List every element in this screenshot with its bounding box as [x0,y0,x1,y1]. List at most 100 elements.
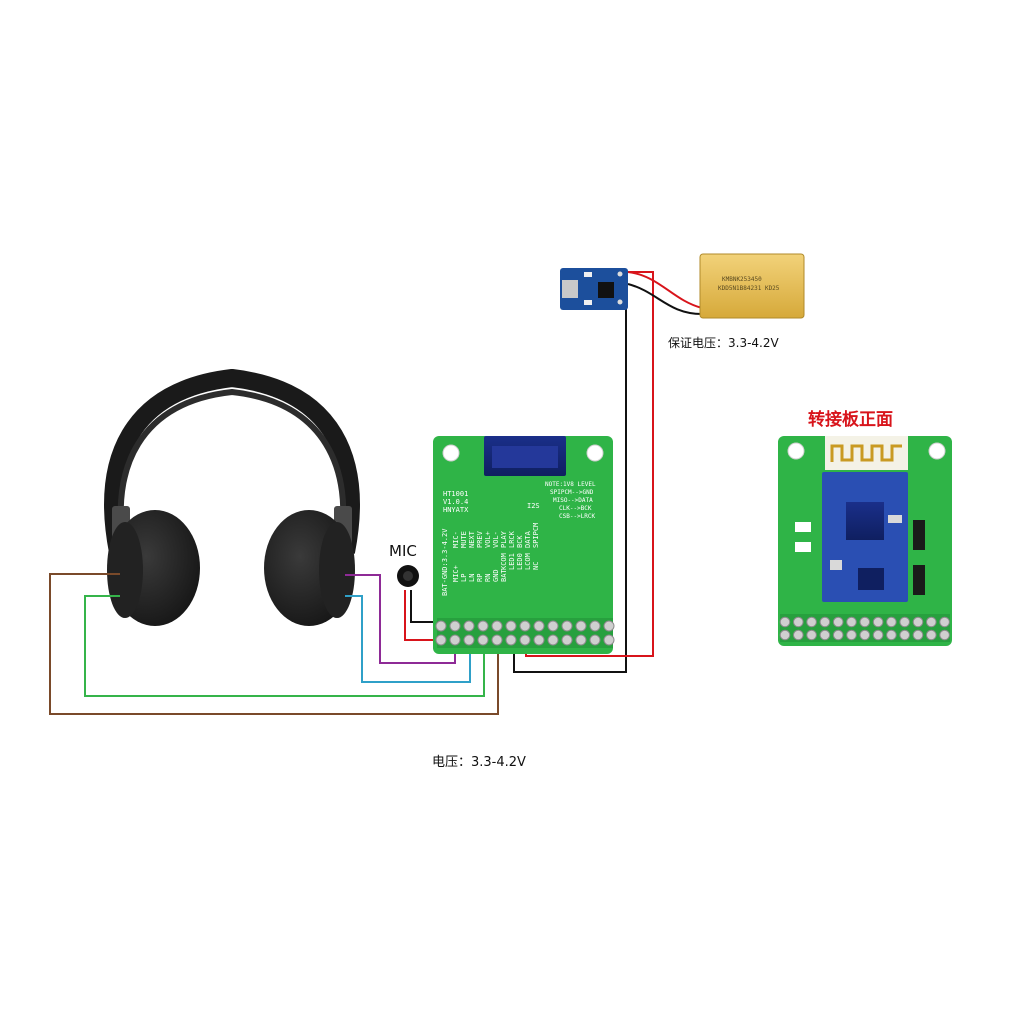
adapter-pin [779,629,791,641]
charger-module-icon [560,268,628,310]
adapter-pin [912,629,924,641]
col2-pin-label: PREV [476,530,484,548]
header-pin [589,634,601,646]
header-pin [547,634,559,646]
adapter-pin [886,616,897,628]
col3-pin-label: LCOM [524,553,532,570]
adapter-pin [832,629,844,641]
main-board-header-pins [435,618,615,648]
wire-cyan [345,595,471,683]
battery-line-1: KMBNK253450 [722,276,762,283]
adapter-pin [926,616,937,628]
wire-mic-black [410,590,441,623]
main-voltage-label: 电压：3.3-4.2V [432,755,526,770]
board-side-label: BAT-GND:3.3-4.2V [441,528,449,596]
header-pin [561,620,573,632]
header-pin [561,634,573,646]
board-version: V1.0.4 [443,498,468,506]
adapter-pin [779,616,791,628]
i2s-note-4: CSB-->LRCK [559,513,596,520]
i2s-note-0: NOTE:1V8 LEVEL [545,481,596,488]
col2-pin-label: SPIPCM [532,523,540,548]
header-pin [603,634,615,646]
wire-brown [49,573,499,715]
col1-pin-label: RN [484,574,492,582]
adapter-pin [939,616,950,628]
header-pin [435,634,447,646]
col2-pin-label: BCK [516,535,524,548]
header-pin [603,620,615,632]
mic-label: MIC [389,542,417,560]
header-pin [519,620,531,632]
battery-voltage-label: 保证电压：3.3-4.2V [668,336,779,350]
i2s-note-2: MISO-->DATA [553,497,593,504]
col3-pin-label: KCOM [500,553,508,570]
col1-pin-label: GND [492,569,500,582]
col2-pin-label: MIC- [452,531,460,548]
col2-pin-label: DATA [524,530,532,548]
i2s-label: I2S [527,502,540,510]
wire-charge-red [627,271,703,309]
header-pin [575,620,587,632]
adapter-pin [859,629,871,641]
battery-icon: KMBNK253450 KDD5N1B84231 KD25 [699,253,805,319]
adapter-front-title: 转接板正面 [808,410,893,430]
col3-pin-label: LED0 [516,553,524,570]
col2-pin-label: NEXT [468,530,476,548]
header-pin [449,620,461,632]
col1-pin-label: LP [460,574,468,582]
adapter-pin [899,616,911,628]
col3-pin-label: NC [532,562,540,570]
adapter-pin [806,616,817,628]
header-pin [575,634,587,646]
microphone-icon [397,565,419,587]
header-pin [463,620,475,632]
adapter-pin [912,616,924,628]
header-pin [547,620,559,632]
header-pin [491,634,503,646]
header-pin [435,620,447,632]
header-pin [477,620,489,632]
adapter-pin [793,616,804,628]
header-pin [491,620,503,632]
header-pin [505,620,517,632]
main-board: HT1001 V1.0.4 HNYATX I2S NOTE:1V8 LEVEL … [433,436,615,654]
adapter-pin [872,616,884,628]
header-pin [505,634,517,646]
col3-pin-label: LED1 [508,553,516,570]
adapter-pin [846,616,857,628]
i2s-note-3: CLK-->BCK [559,505,592,512]
adapter-pin [939,629,950,641]
headphones-icon [104,368,360,626]
col2-pin-label: PLAY [500,530,508,548]
wire-batt-black [513,302,627,673]
board-maker: HNYATX [443,506,469,514]
col1-pin-label: BAT [500,569,508,582]
header-pin [463,634,475,646]
header-pin [533,634,545,646]
adapter-pin [886,629,897,641]
adapter-pin [872,629,884,641]
header-pin [519,634,531,646]
col2-pin-label: MUTE [460,531,468,548]
col1-pin-label: LN [468,574,476,582]
adapter-pin [899,629,911,641]
adapter-pin [832,616,844,628]
adapter-pin [846,629,857,641]
col1-pin-label: MIC+ [452,565,460,582]
col2-pin-label: VOL+ [484,531,492,548]
col2-pin-label: LRCK [508,530,516,548]
wire-charge-black [627,283,703,315]
adapter-pin [819,616,831,628]
header-pin [589,620,601,632]
adapter-pin [793,629,804,641]
wire-mic-red [404,590,441,641]
board-model: HT1001 [443,490,468,498]
wire-green [84,595,485,697]
header-pin [533,620,545,632]
battery-line-2: KDD5N1B84231 KD25 [718,285,780,292]
col1-pin-label: RP [476,574,484,582]
header-pin [477,634,489,646]
